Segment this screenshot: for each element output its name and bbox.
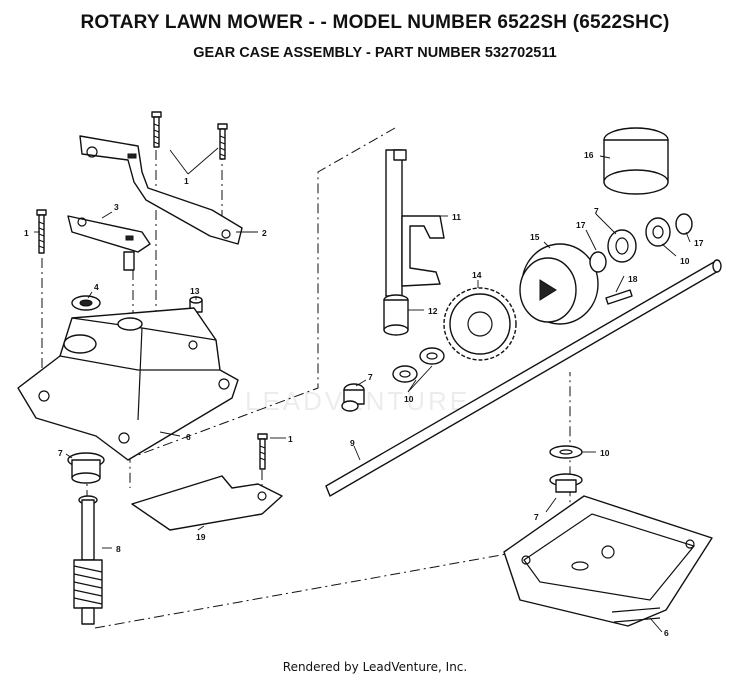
gear-case-cover [503, 495, 713, 627]
callout-8: 8 [116, 544, 121, 554]
callout-2: 2 [262, 228, 267, 238]
callout-13: 13 [190, 286, 200, 296]
callout-15: 15 [530, 232, 540, 242]
callout-1-left: 1 [24, 228, 29, 238]
bushing-left [67, 452, 105, 484]
mounting-bracket [79, 135, 243, 245]
callout-12: 12 [428, 306, 438, 316]
callout-16: 16 [584, 150, 594, 160]
callout-10-a: 10 [404, 394, 414, 404]
callout-7-mid: 7 [368, 372, 373, 382]
spur-gear [443, 287, 517, 361]
footer-credit: Rendered by LeadVenture, Inc. [282, 660, 468, 674]
shift-fork [385, 149, 445, 297]
screw-top-right [217, 123, 228, 160]
callout-10-b: 10 [680, 256, 690, 266]
bushing-mid [341, 383, 365, 412]
shaft-key [605, 289, 633, 305]
clip-ring-a [589, 251, 607, 273]
callout-17-b: 17 [694, 238, 704, 248]
clip-ring-b [675, 213, 693, 235]
diagram-subtitle: GEAR CASE ASSEMBLY - PART NUMBER 5327025… [193, 45, 557, 61]
callout-10-c: 10 [600, 448, 610, 458]
callout-1-mid: 1 [288, 434, 293, 444]
screw-left [36, 209, 47, 254]
callout-1-top: 1 [184, 176, 189, 186]
callout-11: 11 [452, 212, 461, 222]
callout-18: 18 [628, 274, 638, 284]
gear-case-housing [17, 307, 239, 461]
callout-numbers: 1 1 1 2 3 4 6 6 7 7 7 7 8 9 10 10 10 11 … [24, 150, 704, 638]
axle-shaft [325, 259, 722, 497]
bushing-top [603, 127, 669, 195]
callout-6-left: 6 [186, 432, 191, 442]
callout-9: 9 [350, 438, 355, 448]
callout-7-left: 7 [58, 448, 63, 458]
leader-lines [34, 147, 691, 633]
callout-7-low: 7 [534, 512, 539, 522]
callout-4: 4 [94, 282, 99, 292]
worm-shaft [73, 495, 103, 625]
bushing-lower [549, 473, 583, 493]
screw-top-left [151, 111, 162, 148]
callout-6-right: 6 [664, 628, 669, 638]
washer-left [71, 295, 101, 311]
callout-17-a: 17 [576, 220, 586, 230]
washer-pair [392, 347, 445, 383]
washer-lower [549, 445, 583, 459]
clutch-drum [519, 243, 599, 325]
callout-19: 19 [196, 532, 206, 542]
bushing-right [607, 229, 637, 263]
callout-3: 3 [114, 202, 119, 212]
screw-mid [257, 433, 268, 470]
shift-lever [67, 215, 151, 271]
washer-right [645, 217, 671, 247]
callout-14: 14 [472, 270, 482, 280]
callout-7-right: 7 [594, 206, 599, 216]
shift-plate [131, 475, 283, 531]
diagram-title: ROTARY LAWN MOWER - - MODEL NUMBER 6522S… [80, 12, 670, 33]
sleeve [383, 294, 409, 336]
